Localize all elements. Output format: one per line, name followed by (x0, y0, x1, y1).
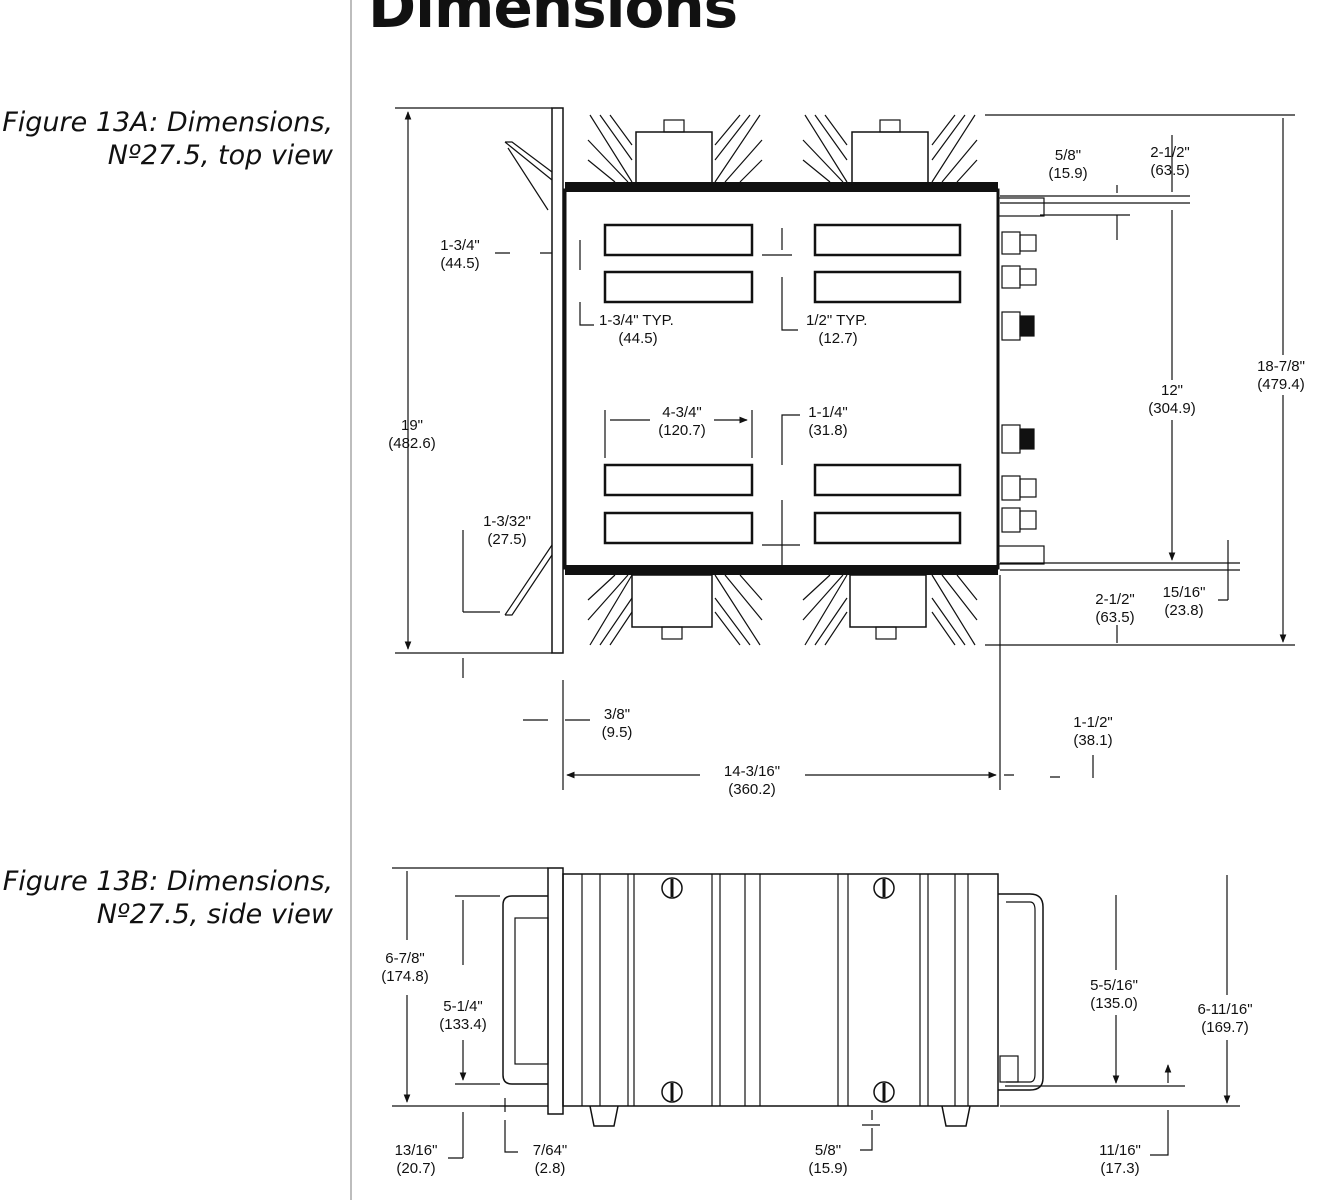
dim-slot-gap-mm: (12.7) (818, 330, 857, 347)
dim-slot-h-mm: (31.8) (808, 422, 847, 439)
dim-overall-mm: (479.4) (1257, 376, 1305, 393)
dim-slot-pitch-mm: (44.5) (618, 330, 657, 347)
page-title: Dimensions (368, 0, 738, 41)
bottom-heatsink-fins (587, 574, 978, 646)
side-feet (589, 1105, 971, 1127)
dim-handle-mm: (27.5) (487, 531, 526, 548)
dim-foot-mm: (20.7) (396, 1160, 435, 1177)
figure-13a-drawing: 19" (482.6) 1-3/4" (44.5) 1-3/32" (27.5)… (388, 107, 1305, 798)
dim-rear-ext-in: 1-1/2" (1073, 714, 1113, 731)
side-rear-connector (999, 1055, 1019, 1083)
top-left-terminal (663, 119, 685, 133)
vent-slots (603, 223, 962, 545)
dim-panel-in: 3/8" (604, 706, 630, 723)
dim-top-sink-in: 2-1/2" (1150, 144, 1190, 161)
side-chassis (562, 873, 999, 1107)
figure-13b-drawing: 6-7/8" (174.8) 5-1/4" (133.4) 13/16" (20… (381, 867, 1253, 1177)
bottom-left-terminal (661, 626, 683, 640)
side-fins (581, 874, 969, 1106)
bottom-right-transformer (849, 574, 927, 628)
dim-bot-sink-in: 2-1/2" (1095, 591, 1135, 608)
dim-lip-in: 7/64" (533, 1142, 568, 1159)
side-rear-handle (998, 893, 1044, 1091)
dim-slot-gap-in: 1/2" TYP. (806, 312, 867, 329)
dim-bot-conn-mm: (23.8) (1164, 602, 1203, 619)
dim-rear-in: 11/16" (1099, 1142, 1141, 1159)
figure-13a-dimension-labels: 19" (482.6) 1-3/4" (44.5) 1-3/32" (27.5)… (388, 144, 1305, 798)
side-screws (661, 877, 895, 1103)
dim-slot-pitch-in: 1-3/4" TYP. (599, 312, 674, 329)
dim-handle-in: 1-3/32" (483, 513, 531, 530)
dim-chassis-in: 12" (1161, 382, 1183, 399)
dim-19-mm: (482.6) (388, 435, 436, 452)
dim-slot-h-in: 1-1/4" (808, 404, 848, 421)
top-left-transformer (635, 131, 713, 185)
figure-13b-dimension-lines (392, 867, 1240, 1159)
rear-connectors (997, 197, 1045, 565)
dim-depth-in: 14-3/16" (724, 763, 780, 780)
dim-top-conn-in: 5/8" (1055, 147, 1081, 164)
dim-top-conn-mm: (15.9) (1048, 165, 1087, 182)
dim-chassis-mm: (304.9) (1148, 400, 1196, 417)
side-front-handle (502, 895, 548, 1085)
column-divider (350, 0, 352, 1200)
bottom-right-terminal (875, 626, 897, 640)
dim-overall-in: 18-7/8" (1257, 358, 1305, 375)
dim-handle-h-in: 5-1/4" (443, 998, 483, 1015)
dim-19-in: 19" (401, 417, 423, 434)
dim-panel-mm: (9.5) (602, 724, 633, 741)
dim-feet-in: 5/8" (815, 1142, 841, 1159)
dim-feet-mm: (15.9) (808, 1160, 847, 1177)
dim-bot-conn-in: 15/16" (1163, 584, 1206, 601)
side-handle-inner (514, 917, 549, 1065)
top-right-transformer (851, 131, 929, 185)
dim-handle-h-mm: (133.4) (439, 1016, 487, 1033)
dim-panel-h-in: 6-7/8" (385, 950, 425, 967)
figure-13a-caption: Figure 13A: Dimensions, Nº27.5, top view (2, 106, 333, 172)
bottom-left-transformer (631, 574, 713, 628)
dim-conn-h-in: 5-5/16" (1090, 977, 1138, 994)
figure-13b-caption: Figure 13B: Dimensions, Nº27.5, side vie… (3, 865, 333, 931)
bottom-handle (504, 544, 553, 616)
dim-panel-h-mm: (174.8) (381, 968, 429, 985)
side-rear-handle-inner (1006, 901, 1036, 1083)
dim-rear-mm: (17.3) (1100, 1160, 1139, 1177)
dim-body-h-mm: (169.7) (1201, 1019, 1249, 1036)
top-handle (504, 141, 553, 211)
dim-bot-sink-mm: (63.5) (1095, 609, 1134, 626)
dim-body-h-in: 6-11/16" (1197, 1001, 1252, 1018)
dim-top-sink-mm: (63.5) (1150, 162, 1189, 179)
top-heatsink-base (565, 182, 998, 192)
front-panel (551, 107, 564, 654)
dim-lip-mm: (2.8) (535, 1160, 566, 1177)
dim-slot-w-mm: (120.7) (658, 422, 706, 439)
figure-13a-caption-line1: Figure 13A: Dimensions, (2, 107, 333, 138)
figure-13b-dimension-labels: 6-7/8" (174.8) 5-1/4" (133.4) 13/16" (20… (381, 950, 1252, 1177)
dim-depth-mm: (360.2) (728, 781, 776, 798)
side-front-panel (547, 867, 564, 1115)
dim-ear-mm: (44.5) (440, 255, 479, 272)
dim-conn-h-mm: (135.0) (1090, 995, 1138, 1012)
figure-13a-dimension-lines (395, 107, 1295, 790)
figure-13a-caption-line2: Nº27.5, top view (107, 140, 333, 171)
figure-13b-caption-line1: Figure 13B: Dimensions, (2, 866, 333, 897)
dim-ear-in: 1-3/4" (440, 237, 480, 254)
dim-rear-ext-mm: (38.1) (1073, 732, 1112, 749)
top-right-terminal (879, 119, 901, 133)
top-heatsink-fins (587, 114, 978, 183)
dim-foot-in: 13/16" (395, 1142, 438, 1159)
dim-slot-w-in: 4-3/4" (662, 404, 702, 421)
figure-13b-caption-line2: Nº27.5, side view (96, 899, 333, 930)
